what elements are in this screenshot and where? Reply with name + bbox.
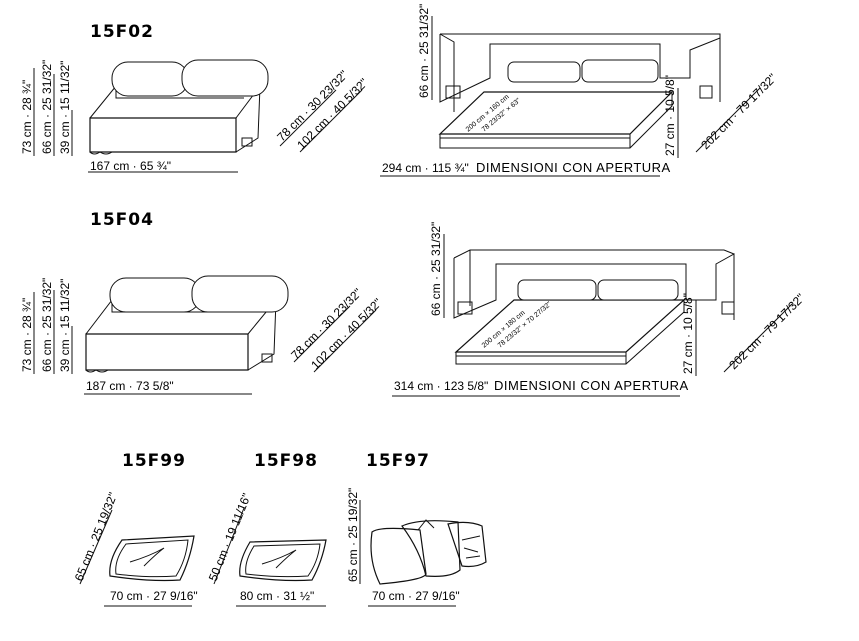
bed-caption-15f02: DIMENSIONI CON APERTURA: [476, 160, 671, 175]
bed-caption-15f04: DIMENSIONI CON APERTURA: [494, 378, 689, 393]
cushion-width-15f98: 80 cm · 31 ½": [240, 589, 314, 603]
cushion-width-15f97: 70 cm · 27 9/16": [372, 589, 460, 603]
sofa-depth-dims-15f02: 78 cm · 30 23/32" 102 cm · 40 5/32": [274, 68, 371, 153]
cushion-height-15f97: 65 cm · 25 19/32": [346, 488, 360, 582]
bed-depth-15f04: 202 cm · 79 17/32": [726, 291, 807, 372]
sofa-height-seat-15f04: 39 cm · 15 11/32": [58, 279, 72, 372]
bed-drawing-15f02: [438, 33, 721, 149]
sofa-width-15f02: 167 cm · 65 ¾": [90, 159, 171, 173]
bed-width-15f04: 314 cm · 123 5/8": [394, 379, 488, 393]
cushion-height-line-15f99: [79, 509, 113, 585]
bed-width-15f02: 294 cm · 115 ¾": [382, 161, 469, 175]
sofa-height-dims-15f02: 73 cm · 28 ¾" 66 cm · 25 31/32" 39 cm · …: [20, 60, 73, 156]
bed-depth-line-15f02: [695, 87, 761, 153]
bed-base-height-15f02: 27 cm · 10 5/8": [663, 75, 677, 156]
sofa-height-back-15f02: 66 cm · 25 31/32": [40, 60, 54, 154]
cushion-height-15f99: 65 cm · 25 19/32": [72, 490, 120, 583]
sofa-drawing-15f04: [85, 275, 289, 373]
cushion-drawing-15f99: [109, 535, 195, 582]
cushion-code-15f97: 15F97: [366, 451, 430, 471]
bed-depth-line-15f04: [723, 303, 793, 373]
cushion-drawing-15f98: [239, 539, 327, 582]
sofa-width-15f04: 187 cm · 73 5/8": [86, 379, 174, 393]
sofa-depth-dims-15f04: 78 cm · 30 23/32" 102 cm · 40 5/32": [288, 286, 385, 373]
cushion-height-line-15f98: [213, 507, 245, 585]
bed-depth-15f02: 202 cm · 79 17/32": [698, 71, 779, 152]
cushion-drawing-15f97: [370, 519, 487, 585]
model-code-15f04: 15F04: [90, 210, 154, 230]
sofa-height-total-15f02: 73 cm · 28 ¾": [20, 80, 34, 154]
bed-base-height-15f04: 27 cm · 10 5/8": [681, 293, 695, 374]
bed-head-height-15f04: 66 cm · 25 31/32": [429, 222, 443, 316]
cushion-width-15f99: 70 cm · 27 9/16": [110, 589, 198, 603]
sofa-height-dims-15f04: 73 cm · 28 ¾" 66 cm · 25 31/32" 39 cm · …: [20, 278, 73, 374]
cushion-code-15f99: 15F99: [122, 451, 186, 471]
bed-drawing-15f04: [453, 249, 735, 365]
sofa-height-seat-15f02: 39 cm · 15 11/32": [58, 61, 72, 154]
cushion-height-15f98: 50 cm · 19 11/16": [206, 491, 254, 583]
sofa-height-total-15f04: 73 cm · 28 ¾": [20, 298, 34, 372]
cushion-code-15f98: 15F98: [254, 451, 318, 471]
bed-head-height-15f02: 66 cm · 25 31/32": [417, 4, 431, 98]
model-code-15f02: 15F02: [90, 22, 154, 42]
sofa-height-back-15f04: 66 cm · 25 31/32": [40, 278, 54, 372]
sofa-drawing-15f02: [89, 59, 269, 155]
